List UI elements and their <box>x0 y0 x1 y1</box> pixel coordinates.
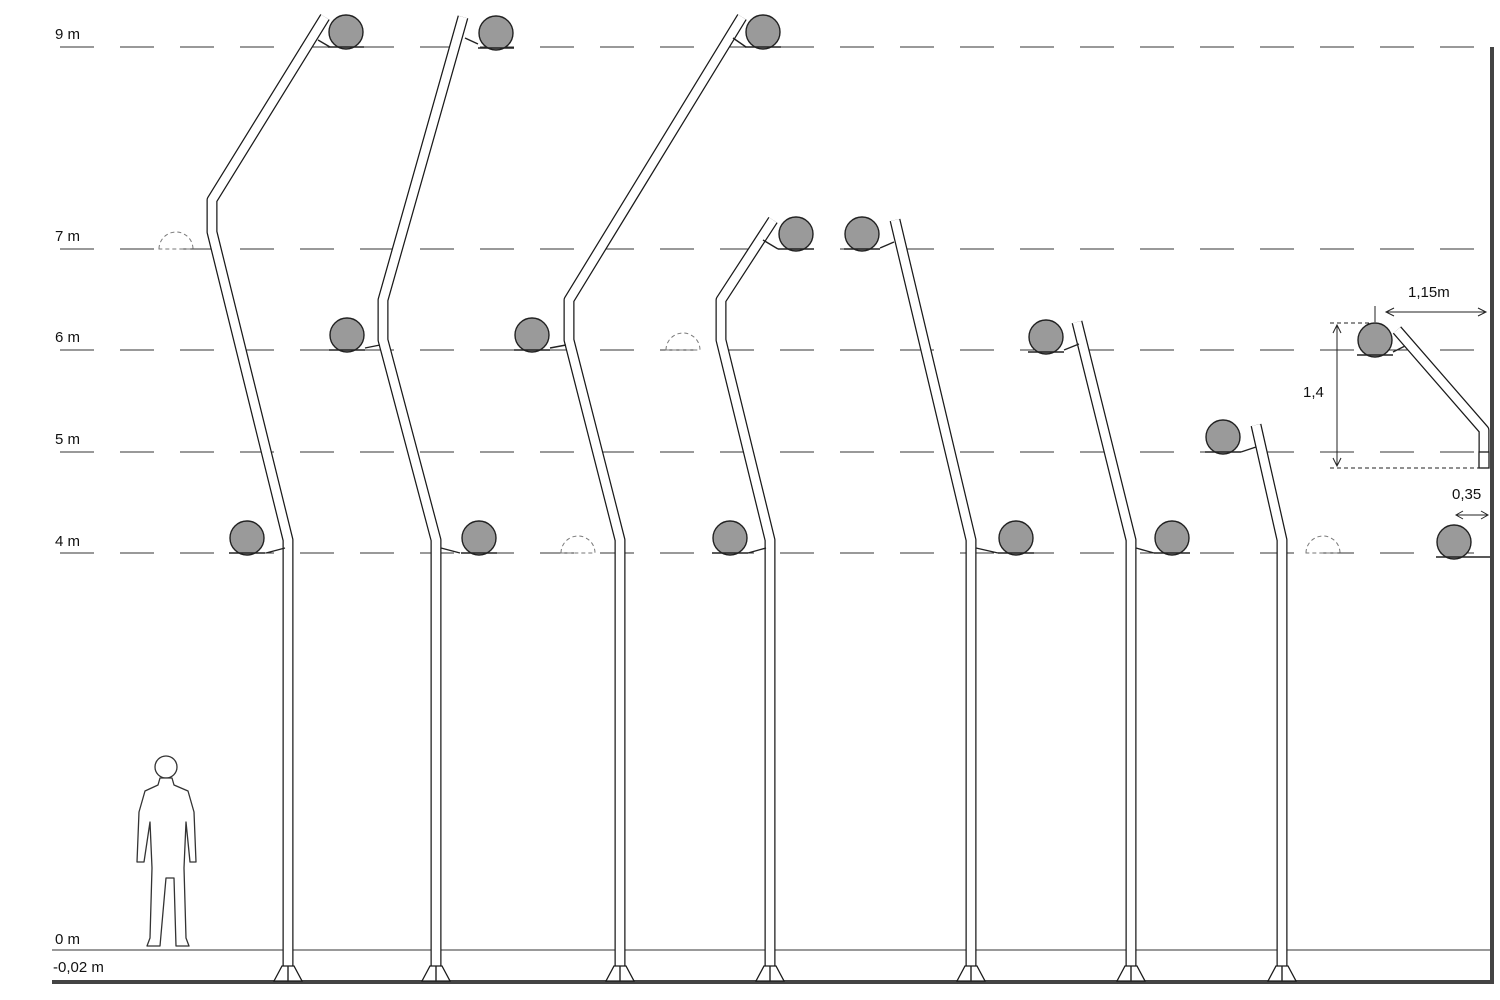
pole-2-luminaire-arm-1 <box>464 37 479 45</box>
dim-offset-label: 0,35 <box>1452 486 1481 503</box>
height-levels: 9 m 7 m 6 m 5 m 4 m 0 m -0,02 m <box>52 26 1494 984</box>
pole-8-luminaire-2 <box>1436 524 1472 560</box>
pole-2-luminaire-arm-3 <box>440 547 461 554</box>
pole-6-shaft <box>1072 320 1136 966</box>
pole-4-outline <box>715 217 778 966</box>
dimension-annotations: 1,15m 1,4 0,35 <box>1303 284 1490 520</box>
pole-7-luminaire-1 <box>1205 419 1241 455</box>
pole-2-luminaire-arm-2 <box>364 344 381 349</box>
person-body <box>136 777 197 947</box>
pole-3-luminaire-arm-1 <box>732 37 747 48</box>
dim-rise-arrow-bottom <box>1332 457 1342 468</box>
pole-2-luminaire-3 <box>461 520 497 556</box>
pole-8-wall-plate <box>1478 451 1490 469</box>
pole-8-arm <box>1393 327 1489 468</box>
dim-reach-arrow-right <box>1477 307 1488 317</box>
pole-3-shaft <box>564 14 746 966</box>
pole-7-luminaire-arm-1 <box>1240 446 1257 453</box>
pole-6-luminaire-1 <box>1028 319 1064 355</box>
pole-4-luminaire-arm-1 <box>762 239 779 250</box>
pole-4-luminaire-arm-3 <box>747 547 767 554</box>
dim-reach-arrow-left <box>1384 307 1395 317</box>
level-label-6m: 6 m <box>55 329 80 346</box>
pole-1-luminaire-arm-3 <box>265 547 286 554</box>
pole-7-luminaire-ghost-2 <box>1305 535 1341 554</box>
level-label-7m: 7 m <box>55 228 80 245</box>
level-label-minus-0-02m: -0,02 m <box>53 959 104 976</box>
pole-1-luminaire-1 <box>328 14 364 50</box>
pole-3-luminaire-arm-2 <box>549 344 567 349</box>
pole-3-luminaire-1 <box>745 14 781 50</box>
level-label-5m: 5 m <box>55 431 80 448</box>
pole-1-luminaire-3 <box>229 520 265 556</box>
pole-1-luminaire-ghost-2 <box>158 231 194 250</box>
dim-rise-label: 1,4 <box>1303 384 1324 401</box>
pole-6-luminaire-arm-2 <box>1135 547 1155 554</box>
pole-5-luminaire-arm-1 <box>879 241 895 249</box>
pole-1-luminaire-arm-1 <box>317 39 331 48</box>
pole-3-luminaire-2 <box>514 317 550 353</box>
pole-2-luminaire-1 <box>478 15 514 51</box>
pole-4-luminaire-3 <box>712 520 748 556</box>
level-label-9m: 9 m <box>55 26 80 43</box>
pole-8-luminaire-arm-1 <box>1392 345 1406 353</box>
pole-4-luminaire-1 <box>778 216 814 252</box>
person-head <box>154 755 178 779</box>
level-label-4m: 4 m <box>55 533 80 550</box>
pole-5-luminaire-arm-2 <box>975 547 999 554</box>
pole-6-luminaire-arm-1 <box>1063 343 1080 351</box>
dim-reach-label: 1,15m <box>1408 284 1450 301</box>
poles-layer <box>158 14 1490 982</box>
pole-5-luminaire-1 <box>844 216 880 252</box>
pole-3-luminaire-ghost-3 <box>560 535 596 554</box>
pole-1-shaft <box>207 14 329 966</box>
pole-7-shaft <box>1251 424 1287 966</box>
pole-5-luminaire-2 <box>998 520 1034 556</box>
pole-2-luminaire-2 <box>329 317 365 353</box>
pole-1-outline <box>206 14 330 966</box>
level-label-0m: 0 m <box>55 931 80 948</box>
human-scale-figure <box>136 755 197 947</box>
pole-5-shaft <box>890 219 976 966</box>
dim-offset-arrow-right <box>1480 510 1490 520</box>
dim-offset-arrow-left <box>1454 510 1464 520</box>
pole-4-luminaire-ghost-2 <box>665 332 701 351</box>
pole-2-shaft <box>378 15 468 966</box>
pole-5-outline <box>889 218 977 966</box>
dim-rise-arrow-top <box>1332 323 1342 334</box>
pole-4-shaft <box>716 217 777 966</box>
pole-8-luminaire-1 <box>1357 322 1393 358</box>
pole-6-luminaire-2 <box>1154 520 1190 556</box>
